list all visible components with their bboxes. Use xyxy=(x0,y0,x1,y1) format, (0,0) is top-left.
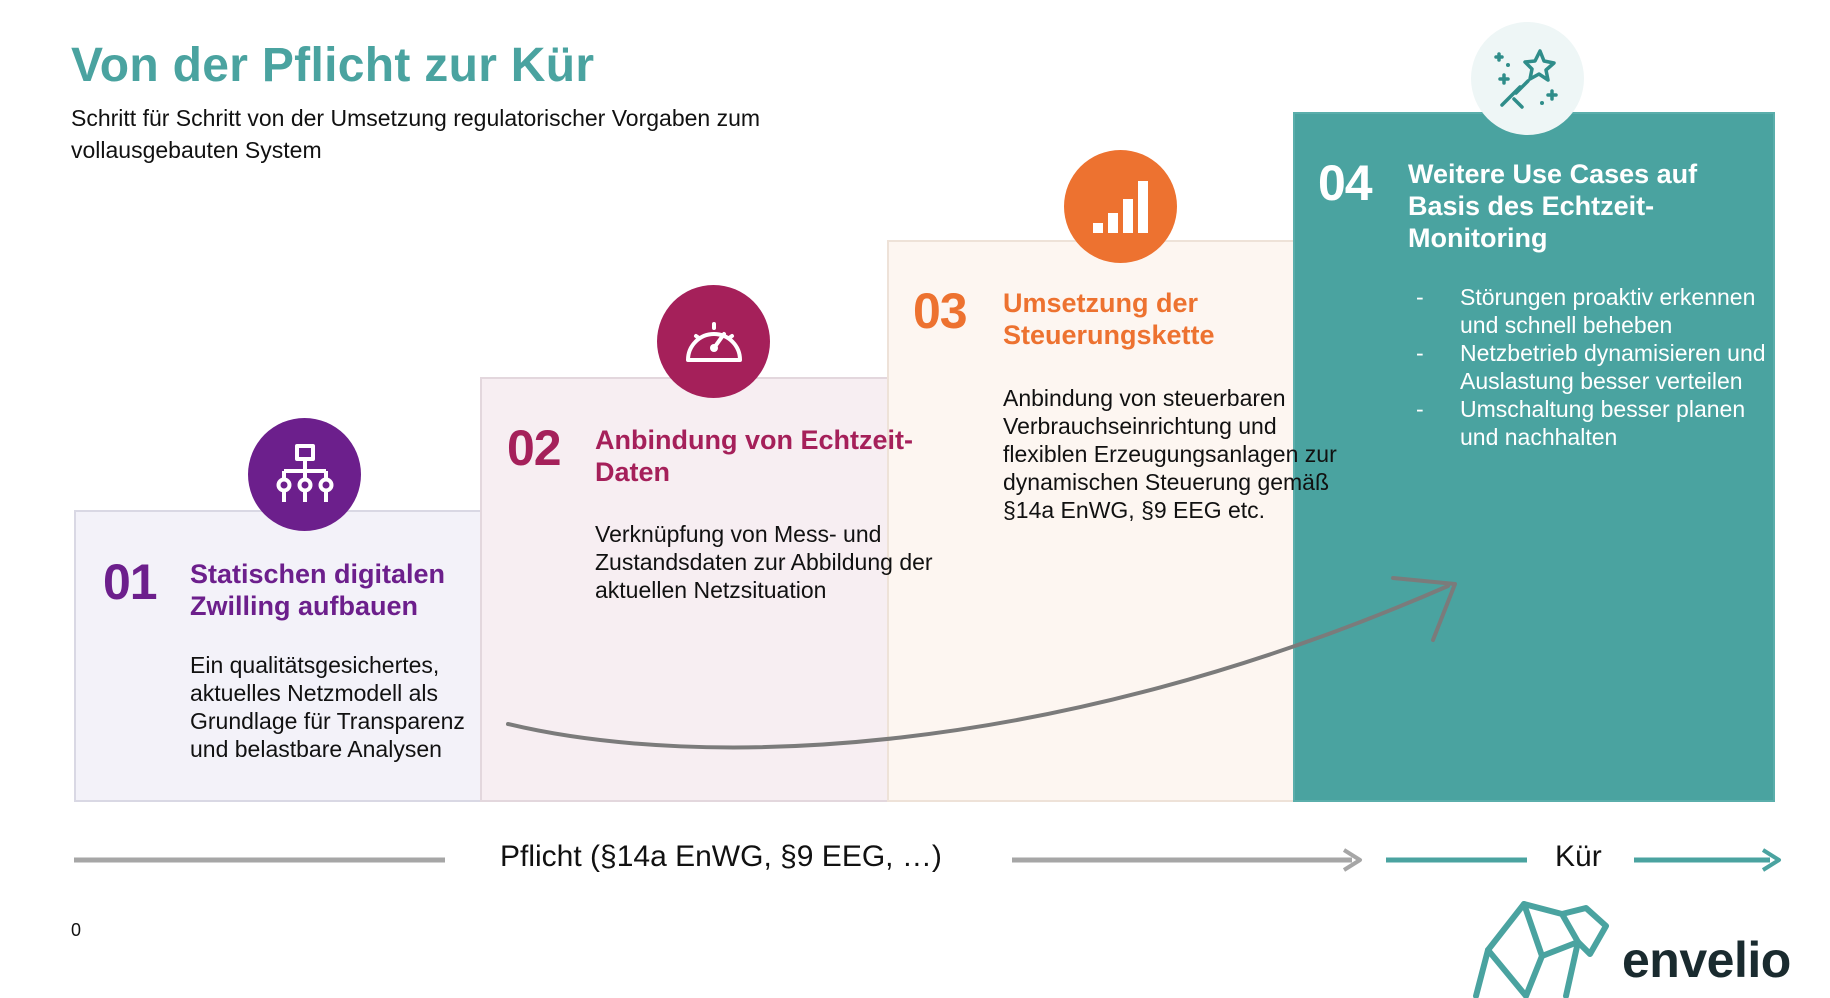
step-04-bullet-list: -Störungen proaktiv erkennen und schnell… xyxy=(1413,283,1783,451)
bar-chart-icon xyxy=(1064,150,1177,263)
step-02-text: Verknüpfung von Mess- und Zustandsdaten … xyxy=(595,521,933,603)
brand-name: envelio xyxy=(1622,932,1791,988)
step-04-box xyxy=(1293,112,1775,802)
step-04-number: 04 xyxy=(1318,155,1373,211)
step-02-box xyxy=(480,377,963,802)
step-03-number: 03 xyxy=(913,283,968,339)
step-03-box xyxy=(887,240,1369,802)
pflicht-kuer-axis xyxy=(74,848,1781,872)
page-number: 0 xyxy=(71,920,82,940)
kuer-label: Kür xyxy=(1555,840,1602,873)
magic-wand-icon xyxy=(1471,22,1584,135)
step-03-text: Anbindung von steuerbaren Verbrauchseinr… xyxy=(1003,385,1337,523)
gauge-icon xyxy=(657,285,770,398)
list-item: -Netzbetrieb dynamisieren und Auslastung… xyxy=(1416,340,1766,394)
list-item: -Störungen proaktiv erkennen und schnell… xyxy=(1416,284,1756,338)
list-item: -Umschaltung besser planen und nachhalte… xyxy=(1416,396,1746,450)
hierarchy-icon xyxy=(248,418,361,531)
step-01-number: 01 xyxy=(103,554,158,610)
step-03-heading: Umsetzung der Steuerungskette xyxy=(1003,288,1215,350)
step-01-heading: Statischen digitalen Zwilling aufbauen xyxy=(190,559,446,621)
page-title: Von der Pflicht zur Kür xyxy=(71,39,595,92)
elephant-logo-icon xyxy=(1473,901,1609,998)
step-02-number: 02 xyxy=(507,420,562,476)
step-02-heading: Anbindung von Echtzeit-Daten xyxy=(595,425,913,487)
step-04-heading: Weitere Use Cases auf Basis des Echtzeit… xyxy=(1408,159,1698,253)
page-subtitle: Schritt für Schritt von der Umsetzung re… xyxy=(71,105,761,163)
step-01-text: Ein qualitätsgesichertes, aktuelles Netz… xyxy=(190,652,465,762)
pflicht-label: Pflicht (§14a EnWG, §9 EEG, …) xyxy=(500,840,942,873)
